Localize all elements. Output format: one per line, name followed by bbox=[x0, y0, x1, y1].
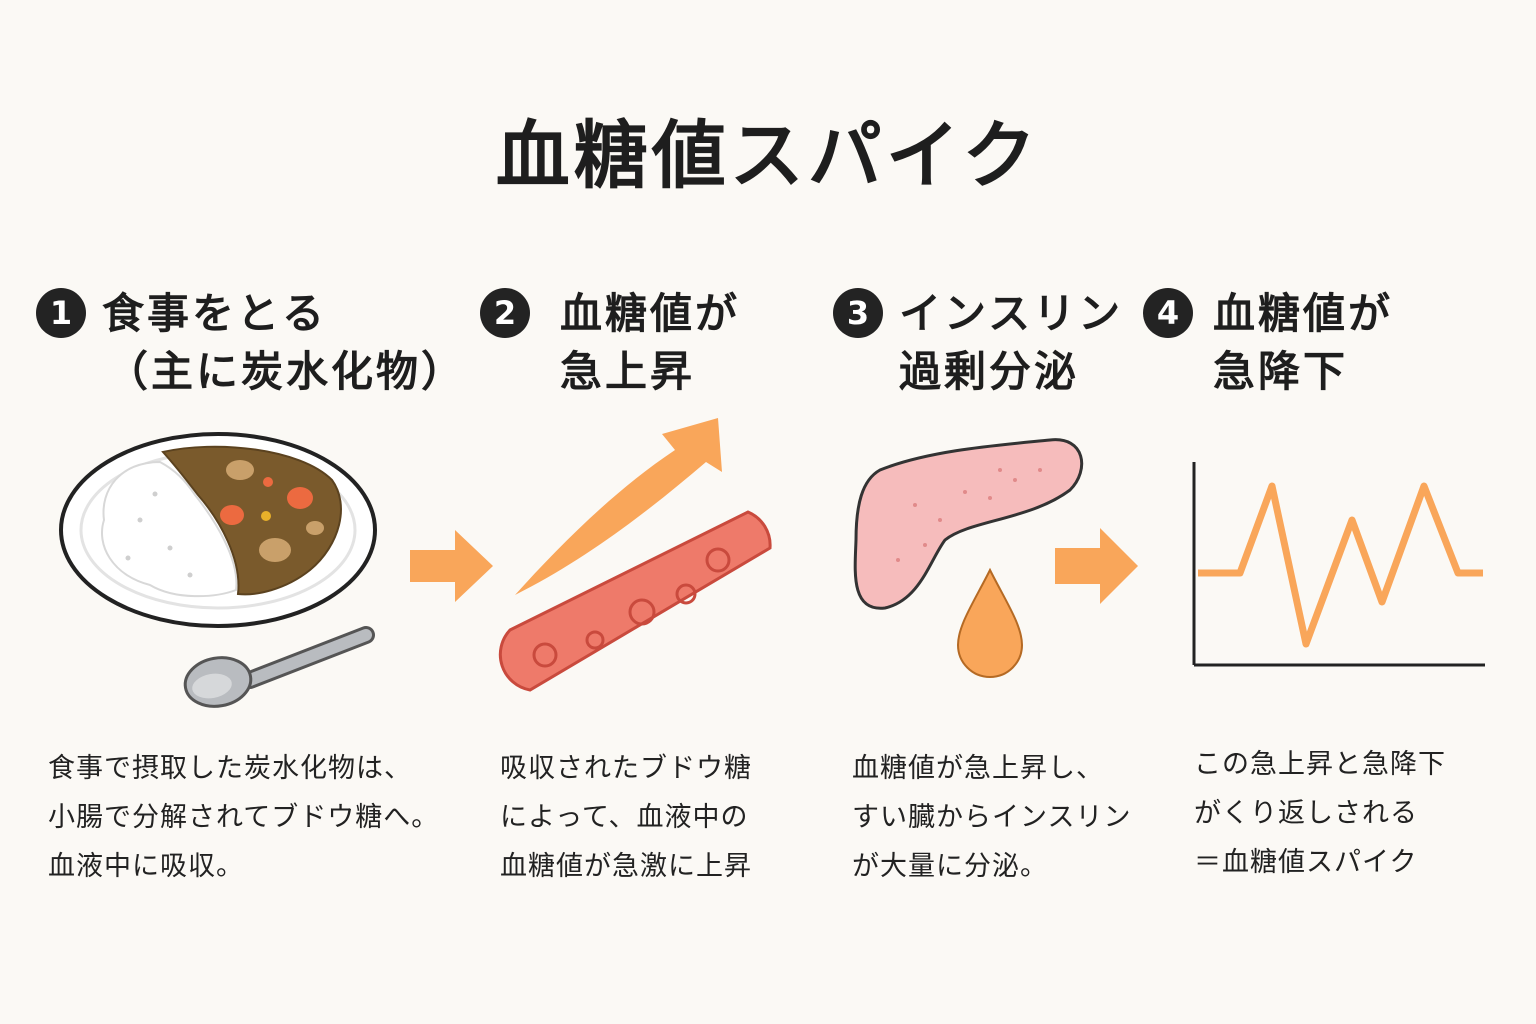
description-line: すい臓からインスリン bbox=[852, 802, 1132, 833]
curry-rice-icon bbox=[59, 432, 377, 628]
description-line: がくり返しされる bbox=[1194, 798, 1418, 829]
description-line: 血液中に吸収。 bbox=[48, 851, 244, 882]
blood-vessel-icon bbox=[498, 510, 772, 692]
description-line: 血糖値が急上昇し、 bbox=[852, 753, 1104, 784]
step-heading-text: 血糖値が 急上昇 bbox=[560, 285, 740, 401]
insulin-drop-icon bbox=[956, 567, 1024, 678]
step-3-heading: 3 インスリン 過剰分泌 bbox=[833, 285, 1123, 401]
arrow-right-icon bbox=[410, 530, 493, 602]
zigzag-graph-icon bbox=[1192, 462, 1485, 667]
description-line: ＝血糖値スパイク bbox=[1194, 847, 1418, 878]
step-1-heading: 1 食事をとる （主に炭水化物） bbox=[36, 285, 466, 401]
rising-arrow-icon bbox=[515, 418, 722, 595]
heading-line: 急上昇 bbox=[560, 347, 696, 396]
step-4-heading: 4 血糖値が 急降下 bbox=[1143, 285, 1393, 401]
heading-line: 食事をとる bbox=[102, 289, 328, 338]
heading-line: （主に炭水化物） bbox=[106, 347, 467, 396]
description-line: 吸収されたブドウ糖 bbox=[500, 753, 752, 784]
step-heading-text: 血糖値が 急降下 bbox=[1213, 285, 1393, 401]
step-number-badge: 4 bbox=[1143, 288, 1193, 338]
step-2-description: 吸収されたブドウ糖 によって、血液中の 血糖値が急激に上昇 bbox=[500, 744, 752, 891]
step-4-description: この急上昇と急降下 がくり返しされる ＝血糖値スパイク bbox=[1194, 740, 1446, 887]
step-number-badge: 3 bbox=[833, 288, 883, 338]
heading-line: インスリン bbox=[899, 289, 1124, 338]
step-heading-text: インスリン 過剰分泌 bbox=[899, 285, 1123, 401]
spoon-icon bbox=[183, 626, 375, 708]
description-line: この急上昇と急降下 bbox=[1194, 749, 1446, 780]
step-number-badge: 2 bbox=[480, 288, 530, 338]
description-line: 小腸で分解されてブドウ糖へ。 bbox=[48, 802, 440, 833]
step-3-description: 血糖値が急上昇し、 すい臓からインスリン が大量に分泌。 bbox=[852, 744, 1131, 891]
description-line: 血糖値が急激に上昇 bbox=[500, 851, 752, 882]
description-line: が大量に分泌。 bbox=[852, 851, 1048, 882]
arrow-right-icon bbox=[1055, 528, 1138, 604]
step-heading-text: 食事をとる （主に炭水化物） bbox=[102, 285, 466, 401]
page-title: 血糖値スパイク bbox=[495, 113, 1041, 199]
heading-line: 急降下 bbox=[1213, 347, 1349, 396]
step-2-heading: 2 血糖値が 急上昇 bbox=[480, 285, 740, 401]
pancreas-icon bbox=[853, 438, 1084, 610]
description-line: 食事で摂取した炭水化物は、 bbox=[48, 753, 412, 784]
step-number-badge: 1 bbox=[36, 288, 86, 338]
heading-line: 血糖値が bbox=[560, 289, 741, 338]
description-line: によって、血液中の bbox=[500, 802, 749, 833]
heading-line: 過剰分泌 bbox=[899, 347, 1080, 396]
step-1-description: 食事で摂取した炭水化物は、 小腸で分解されてブドウ糖へ。 血液中に吸収。 bbox=[48, 744, 439, 891]
heading-line: 血糖値が bbox=[1213, 289, 1394, 338]
